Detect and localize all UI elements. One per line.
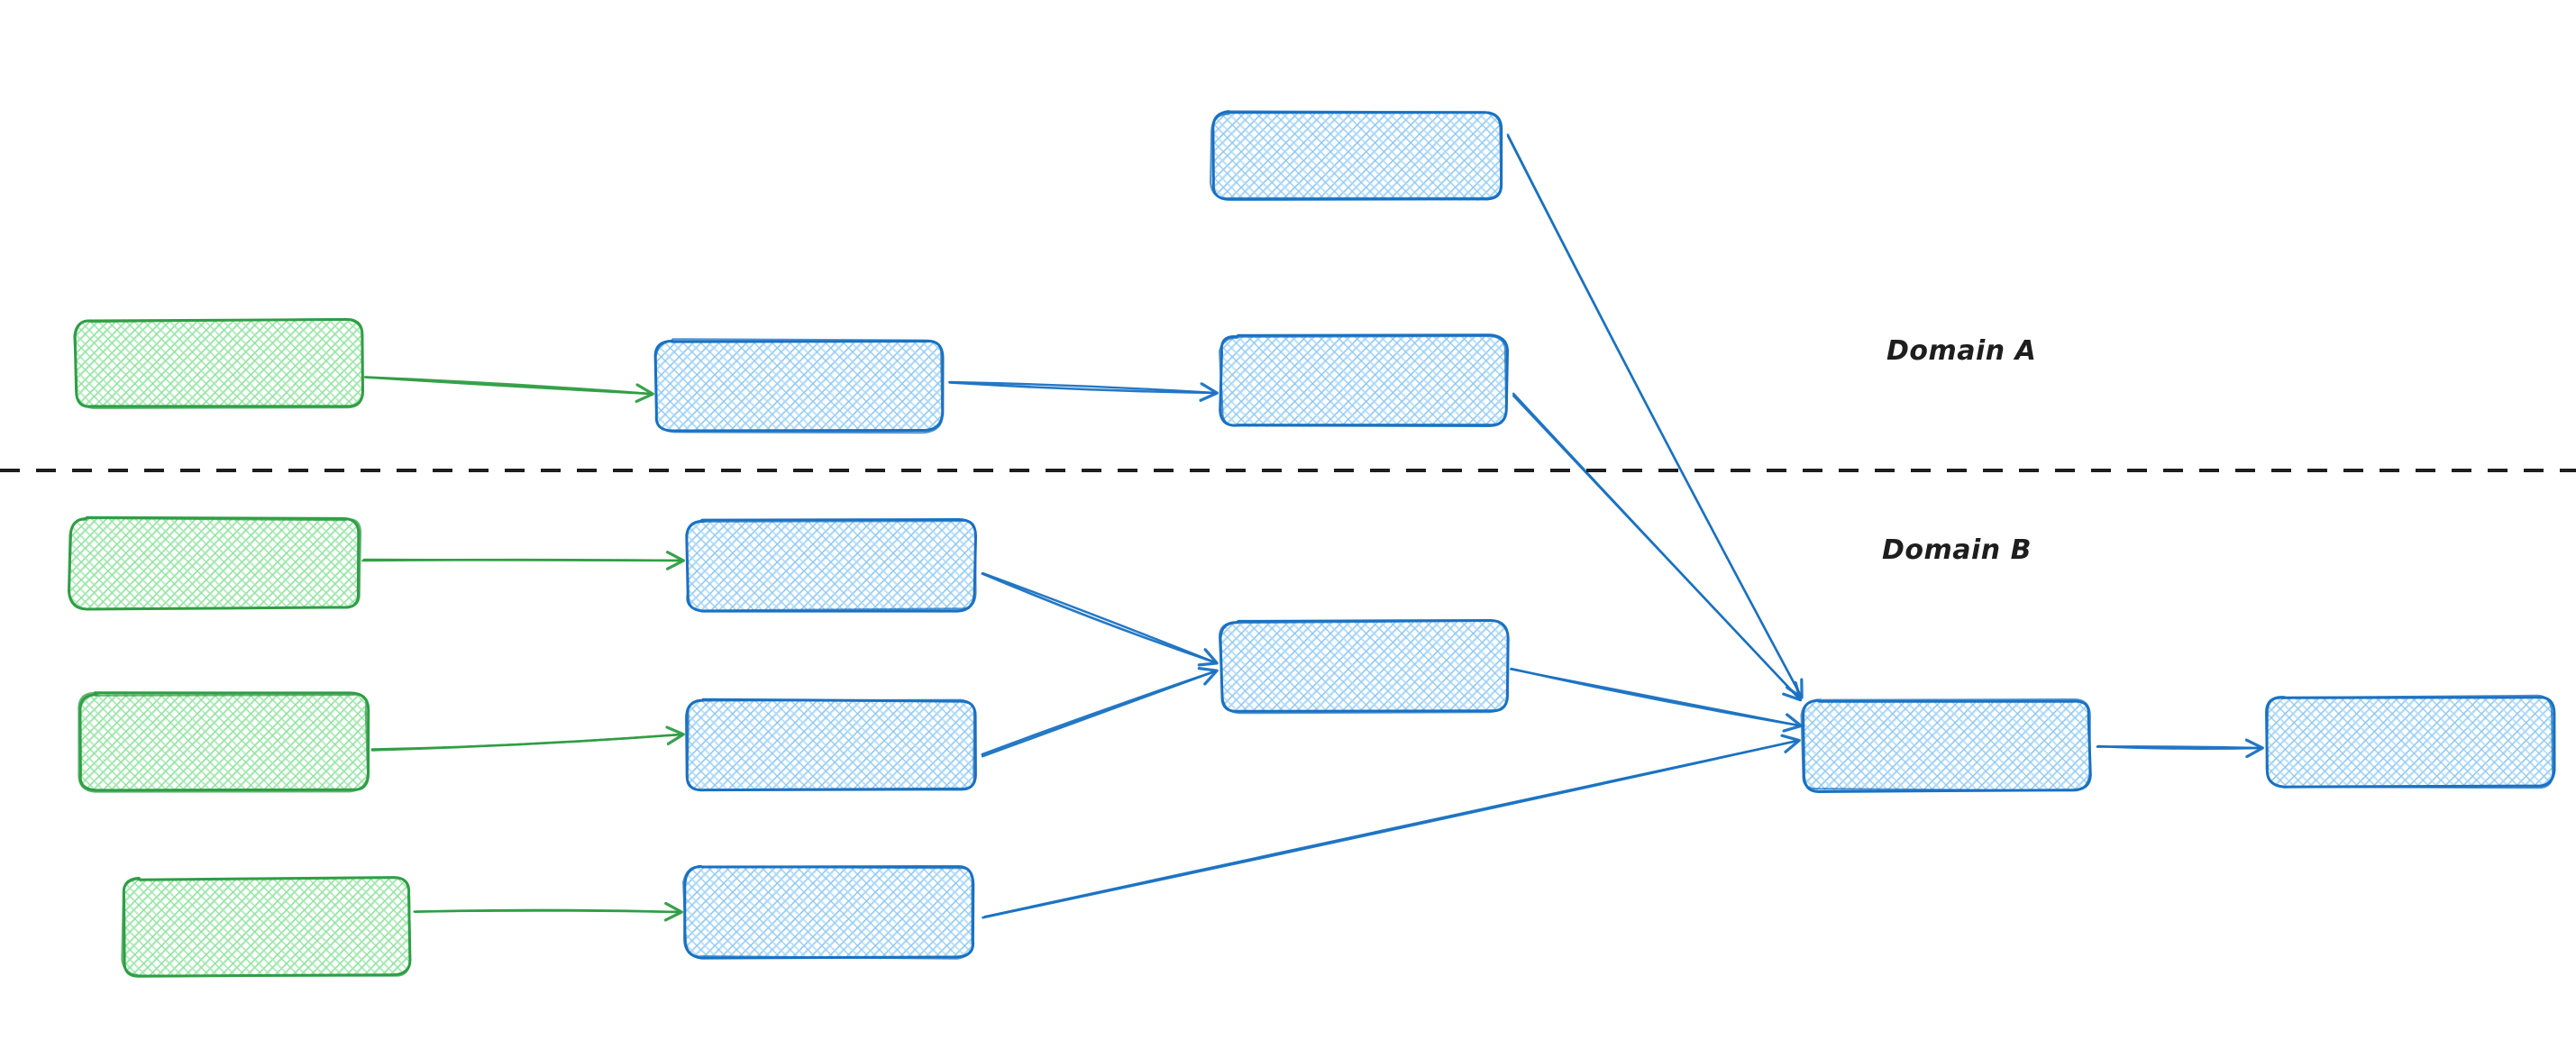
domain-a-process-node-2[interactable]: [1219, 333, 1509, 427]
edge-a-source-1-to-a-proc-1: [363, 376, 651, 395]
edge-b-proc-3-to-b-converge: [982, 741, 1798, 919]
edge-a-proc-1-to-a-proc-2: [948, 380, 1215, 393]
domain-a-top-node[interactable]: [1210, 110, 1503, 201]
domain-b-process-node-3[interactable]: [682, 864, 975, 960]
domain-b-source-node-1[interactable]: [68, 515, 362, 611]
edge-b-converge-to-b-final: [2096, 746, 2261, 749]
domain-b-label: Domain B: [1882, 534, 2032, 566]
edges-layer: [361, 133, 2261, 919]
edge-b-source-3-to-b-proc-3: [413, 910, 680, 912]
domain-a-process-node-1[interactable]: [653, 338, 945, 434]
domain-a-label: Domain A: [1886, 335, 2037, 367]
domain-a-source-node-1[interactable]: [73, 317, 365, 409]
domain-b-process-node-1[interactable]: [685, 517, 978, 613]
edge-b-merge-to-b-converge: [1510, 667, 1799, 725]
edge-a-proc-2-to-b-converge: [1512, 392, 1799, 698]
edge-b-source-1-to-b-proc-1: [361, 560, 681, 561]
domain-b-converge-node[interactable]: [1800, 698, 2092, 793]
edge-b-proc-2-to-b-merge: [981, 671, 1215, 758]
edge-b-source-2-to-b-proc-2: [370, 734, 681, 752]
domain-b-final-node[interactable]: [2265, 694, 2556, 789]
domain-b-source-node-3[interactable]: [121, 876, 412, 978]
nodes-layer: [68, 110, 2556, 978]
domain-b-source-node-2[interactable]: [78, 691, 370, 793]
edge-b-proc-1-to-b-merge: [981, 571, 1215, 662]
domain-b-process-node-2[interactable]: [685, 698, 977, 792]
domain-b-merge-node[interactable]: [1218, 619, 1510, 715]
edge-a-top-to-b-converge: [1506, 133, 1801, 697]
